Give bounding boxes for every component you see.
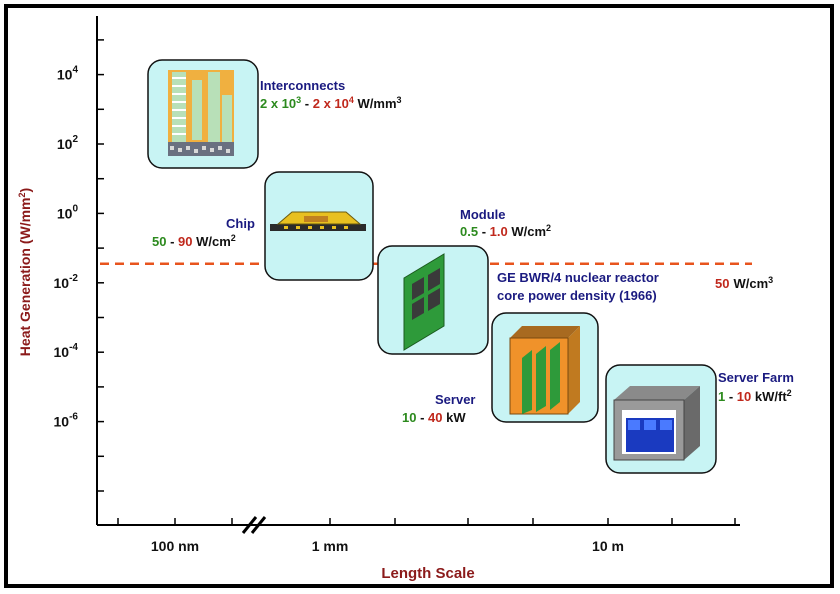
y-tick-label: 100 [57, 203, 79, 221]
y-axis-title: Heat Generation (W/mm2) [17, 188, 33, 356]
y-tick-label: 104 [57, 65, 79, 83]
y-minor-ticks [97, 39, 104, 492]
y-tick-label: 10-2 [54, 273, 79, 291]
module-range: 0.5 - 1.0 W/cm2 [460, 223, 551, 239]
y-tick-label: 10-4 [54, 342, 79, 360]
server-icon [509, 326, 580, 415]
reference-label-line1: GE BWR/4 nuclear reactor [497, 270, 659, 285]
x-tick-label: 100 nm [151, 538, 199, 554]
chip-range: 50 - 90 W/cm2 [152, 233, 236, 249]
chip-box [264, 171, 374, 281]
x-axis-title: Length Scale [381, 565, 474, 582]
interconnects-box [147, 59, 259, 169]
x-tick-label: 1 mm [312, 538, 349, 554]
interconnects-name: Interconnects [260, 78, 345, 93]
module-name: Module [460, 207, 506, 222]
server-farm-icon [613, 386, 700, 461]
x-tick-labels: 100 nm 1 mm 10 m [151, 538, 624, 554]
server-name: Server [435, 392, 475, 407]
y-tick-labels: 104 102 100 10-2 10-4 10-6 [54, 65, 79, 430]
reference-label-line2: core power density (1966) [497, 288, 657, 303]
y-tick-label: 102 [57, 134, 79, 152]
interconnects-range: 2 x 103 - 2 x 104 W/mm3 [260, 95, 402, 111]
y-tick-label: 10-6 [54, 412, 79, 430]
chip-icon [270, 211, 366, 231]
server-farm-range: 1 - 10 kW/ft2 [718, 388, 792, 404]
module-icon [403, 253, 445, 351]
x-tick-label: 10 m [592, 538, 624, 554]
server-farm-box [605, 364, 717, 474]
axis-break-mark [241, 516, 267, 534]
module-box [377, 245, 489, 355]
server-farm-name: Server Farm [718, 370, 794, 385]
chip-name: Chip [226, 216, 255, 231]
server-box [491, 312, 599, 423]
x-minor-ticks [117, 518, 736, 525]
interconnect-icon [168, 70, 234, 156]
server-range: 10 - 40 kW [402, 410, 466, 425]
